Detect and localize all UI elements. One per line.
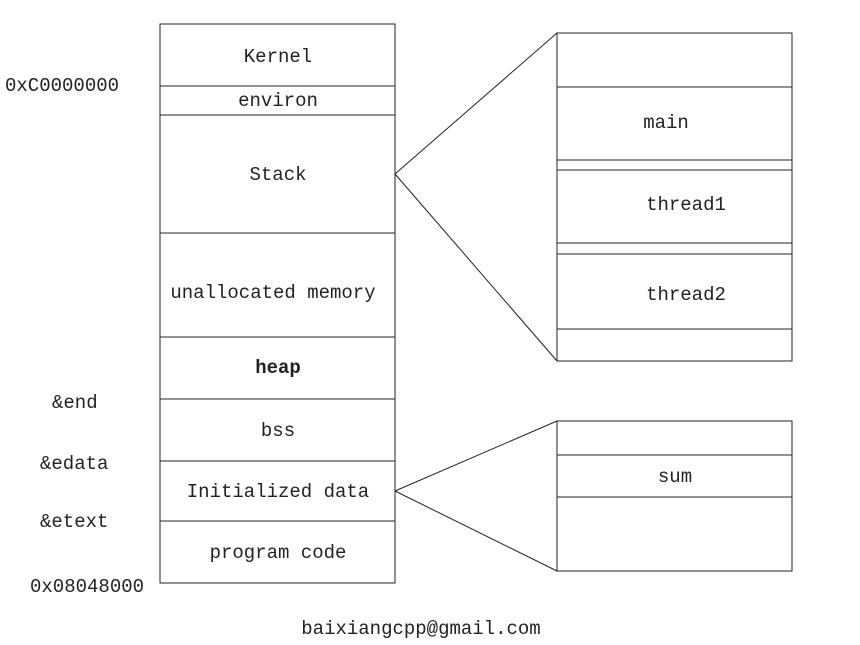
data-variable-sum: sum (658, 466, 692, 488)
address-bottom: 0x08048000 (30, 576, 144, 598)
data-detail-outline (556, 420, 793, 572)
address-etext: &etext (40, 511, 108, 533)
memory-column-outline (159, 23, 396, 584)
memory-column: Kernel environ Stack unallocated memory … (159, 23, 396, 584)
segment-initialized-data: Initialized data (187, 481, 369, 503)
segment-unallocated-memory: unallocated memory (170, 282, 375, 304)
address-end: &end (52, 392, 98, 414)
segment-heap: heap (255, 357, 301, 379)
address-edata: &edata (40, 453, 108, 475)
segment-stack: Stack (249, 164, 306, 186)
segment-kernel: Kernel (244, 46, 312, 68)
address-labels: 0xC0000000 &end &edata &etext 0x08048000 (5, 75, 144, 598)
stack-frame-main: main (643, 112, 689, 134)
stack-frame-thread1: thread1 (646, 194, 726, 216)
stack-zoom-line-bottom (394, 173, 558, 362)
stack-detail-outline (556, 32, 793, 362)
footer-email: baixiangcpp@gmail.com (301, 618, 540, 640)
segment-bss: bss (261, 420, 295, 442)
segment-program-code: program code (210, 542, 347, 564)
segment-environ: environ (238, 90, 318, 112)
stack-detail-box: main thread1 thread2 (556, 32, 793, 362)
address-top: 0xC0000000 (5, 75, 119, 97)
data-zoom-line-bottom (394, 490, 558, 572)
stack-zoom-line-top (394, 32, 558, 175)
data-detail-box: sum (556, 420, 793, 572)
stack-frame-thread2: thread2 (646, 284, 726, 306)
data-zoom-line-top (394, 420, 558, 492)
